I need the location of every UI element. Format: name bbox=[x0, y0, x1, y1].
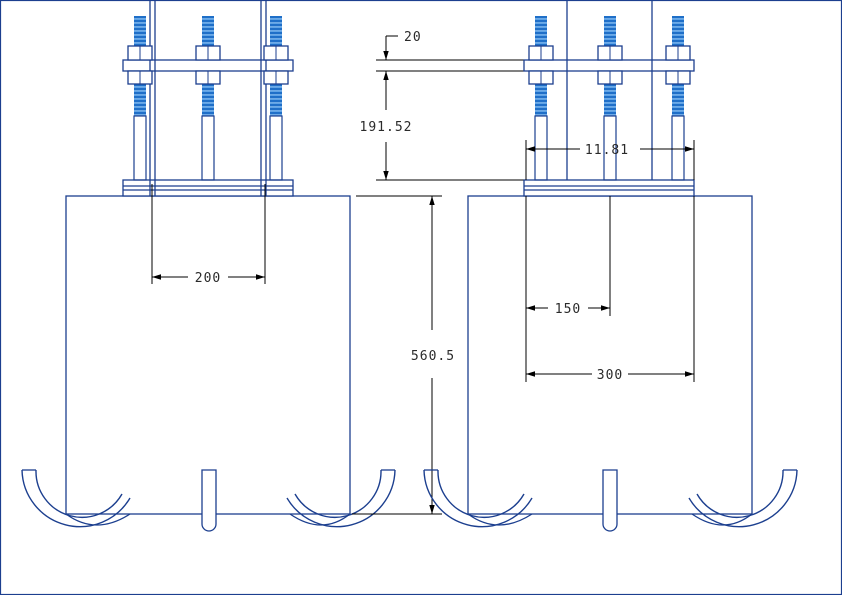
bolt bbox=[597, 16, 623, 181]
dim-label-11-81: 11.81 bbox=[585, 143, 629, 158]
dim-label-560-5: 560.5 bbox=[411, 349, 455, 364]
left-center-hook bbox=[201, 469, 217, 532]
right-hook-1 bbox=[423, 469, 533, 528]
right-hook-2 bbox=[688, 469, 798, 528]
dim-label-20: 20 bbox=[404, 30, 422, 45]
right-bolts bbox=[528, 16, 691, 181]
dim-label-200: 200 bbox=[195, 271, 221, 286]
bolt bbox=[195, 16, 221, 181]
bolt bbox=[665, 16, 691, 181]
left-bolts bbox=[127, 16, 289, 181]
bolt bbox=[263, 16, 289, 181]
dim-label-191-52: 191.52 bbox=[360, 120, 413, 135]
left-pedestal bbox=[65, 195, 351, 515]
left-hook-2 bbox=[286, 469, 396, 528]
center-dimensions bbox=[352, 35, 524, 515]
left-hook-1 bbox=[21, 469, 131, 528]
right-base-plate bbox=[523, 179, 695, 197]
dimension-200 bbox=[151, 184, 266, 284]
bolt bbox=[528, 16, 554, 181]
left-top-plate bbox=[122, 59, 294, 72]
dim-label-150: 150 bbox=[555, 302, 581, 317]
right-center-hook bbox=[602, 469, 618, 532]
bolt bbox=[127, 16, 153, 181]
right-top-plate bbox=[523, 59, 695, 72]
dim-label-300: 300 bbox=[597, 368, 623, 383]
left-base-plate bbox=[122, 179, 294, 197]
right-dimensions bbox=[525, 140, 695, 382]
